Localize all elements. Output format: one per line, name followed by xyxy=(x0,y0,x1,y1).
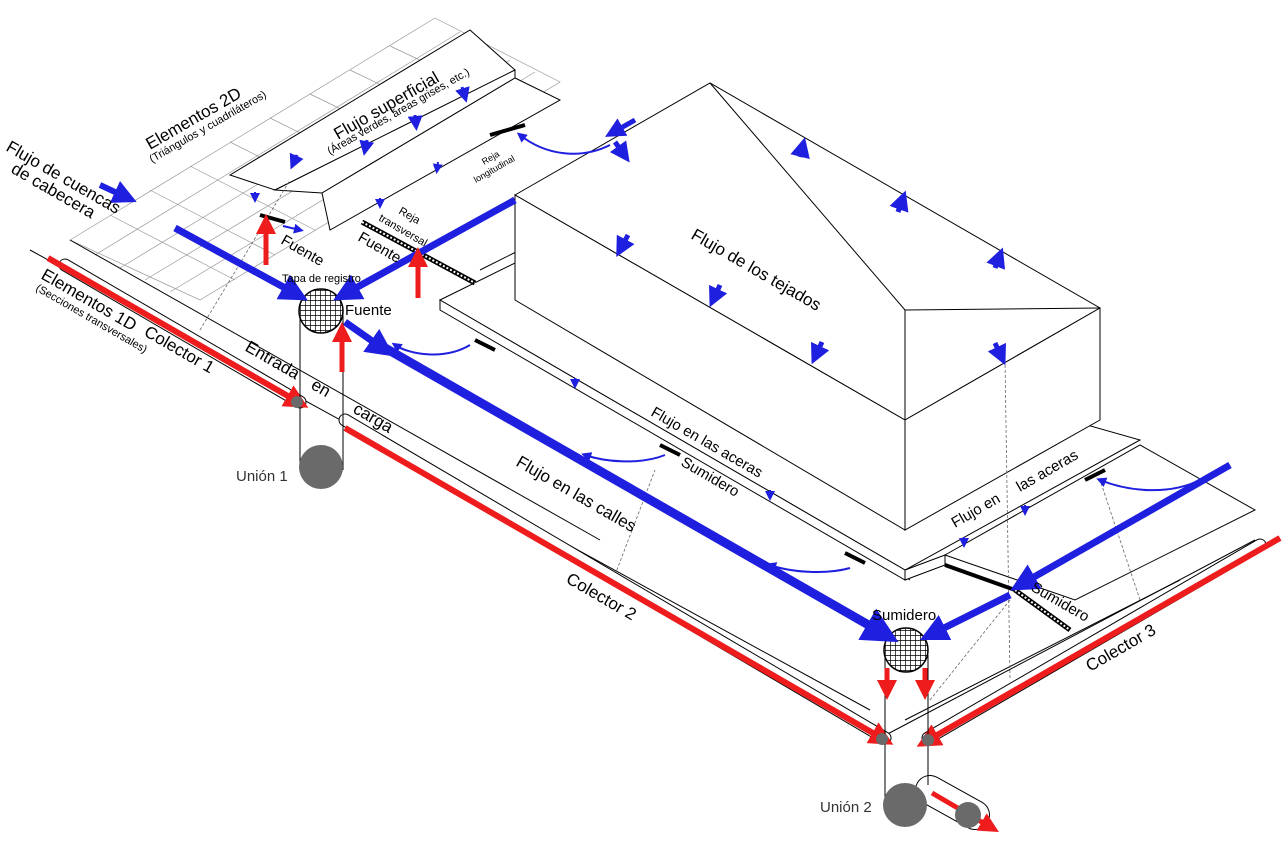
green-area-platform xyxy=(228,29,562,231)
pipe-collector-1 xyxy=(46,255,309,409)
label-fuente-1: Fuente xyxy=(278,232,327,270)
downpipes xyxy=(199,179,1141,701)
pipe-collector-2 xyxy=(338,413,894,745)
label-entrada-2: en xyxy=(308,375,334,401)
manhole-cover-2 xyxy=(883,627,929,673)
node-collector-2-end xyxy=(876,733,888,745)
label-sumidero-2: Sumidero xyxy=(872,607,936,624)
surface-flows xyxy=(98,86,1232,643)
pipe-flows-vertical xyxy=(256,214,935,700)
label-fuente-3: Fuente xyxy=(345,302,392,319)
label-union-1: Unión 1 xyxy=(236,468,288,485)
junction-1 xyxy=(299,310,344,489)
node-collector-3-end xyxy=(922,734,934,746)
node-collector-1-end xyxy=(291,396,303,408)
label-union-2: Unión 2 xyxy=(820,799,872,816)
pipe-collector-3 xyxy=(916,535,1282,747)
label-fuente-2: Fuente xyxy=(355,229,404,267)
building xyxy=(513,82,1102,531)
label-tapa-registro: Tapa de registro xyxy=(282,273,361,285)
junction-2 xyxy=(883,655,981,828)
manhole-cover-1 xyxy=(298,288,344,334)
